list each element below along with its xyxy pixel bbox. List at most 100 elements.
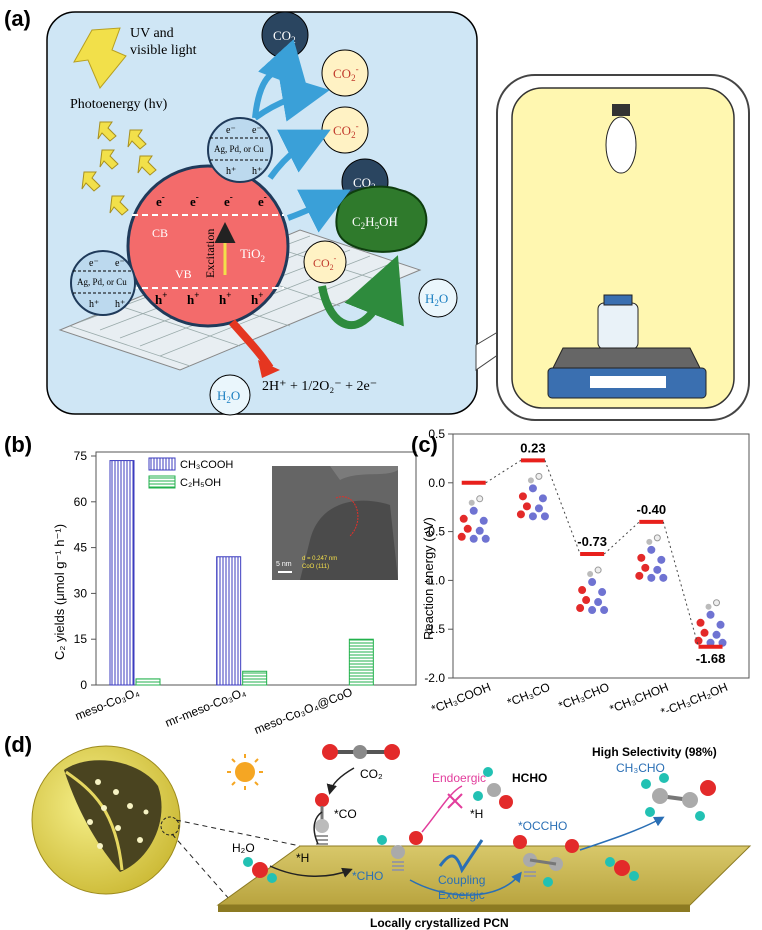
b-ytick-label: 15 — [74, 632, 88, 646]
svg-text:e⁻: e⁻ — [89, 258, 99, 269]
legend-c2h5oh: C₂H₅OH — [180, 477, 221, 489]
c-atom — [538, 494, 547, 503]
c-ytick-label: -0.5 — [424, 525, 445, 539]
d-star-cho: *CHO — [352, 869, 383, 883]
b-ytick-label: 75 — [74, 449, 88, 463]
arrow-oxidation — [228, 319, 274, 371]
arrow-co2-2 — [253, 74, 330, 122]
metal-label-top: Ag, Pd, or Cu — [214, 144, 264, 154]
light-label-2: visible light — [130, 43, 197, 58]
b-bar — [109, 460, 135, 686]
svg-text:e⁻: e⁻ — [226, 125, 236, 136]
c-xtick-label: *CH₃CHO — [556, 680, 611, 713]
c-structures — [457, 472, 727, 647]
c-atom — [600, 606, 609, 615]
svg-text:h⁺: h⁺ — [226, 166, 236, 177]
d-endoergic: Endoergic — [432, 771, 486, 785]
svg-text:e⁻: e⁻ — [252, 125, 262, 136]
h2o-molecule — [243, 857, 277, 883]
pcn-slab-edge — [218, 905, 690, 912]
c-atom — [706, 610, 715, 619]
b-ytick-label: 45 — [74, 541, 88, 555]
svg-text:CO2-: CO2- — [333, 121, 359, 140]
photoenergy-label: Photoenergy (hv) — [70, 97, 168, 112]
light-arrow-icon — [73, 27, 127, 89]
svg-text:e-: e- — [258, 192, 267, 209]
b-ytick-label: 60 — [74, 495, 88, 509]
c-atom — [716, 620, 725, 629]
svg-text:h⁺: h⁺ — [89, 299, 99, 310]
c-atom — [459, 514, 468, 523]
co2-radical-3: CO2- — [303, 240, 347, 284]
c-atom — [594, 598, 603, 607]
c-ytick-label: -2.0 — [424, 671, 445, 685]
c-atom — [705, 603, 712, 610]
reactor-vial — [597, 302, 639, 350]
b-bar — [348, 638, 374, 686]
c-atom — [516, 510, 525, 519]
pcn-label: Locally crystallized PCN — [370, 916, 509, 930]
d-ch3cho: CH₃CHO — [616, 761, 665, 775]
c-atom — [635, 571, 644, 580]
c-value-label: 0.23 — [520, 440, 545, 455]
d-hcho: HCHO — [512, 771, 547, 785]
metal-label-left: Ag, Pd, or Cu — [77, 277, 127, 287]
svg-text:e-: e- — [224, 192, 233, 209]
arrow-desorb — [579, 816, 665, 851]
panel-c-label: (c) — [411, 432, 438, 457]
vb-label: VB — [175, 267, 192, 281]
zoom-line-top — [175, 819, 301, 847]
c-connector — [544, 460, 581, 555]
d-star-occho: *OCCHO — [518, 819, 567, 833]
c-connector — [662, 521, 700, 647]
c-ytick-label: -1.5 — [424, 622, 445, 636]
arrow-co-h — [313, 811, 323, 845]
arrow-oxidation-head — [258, 360, 280, 378]
c-atom — [647, 573, 656, 582]
c-atom — [468, 499, 475, 506]
c-atom — [469, 534, 478, 543]
arrow-h-1 — [269, 865, 353, 878]
c-atom — [528, 484, 537, 493]
c-value-label: -1.68 — [696, 651, 726, 666]
svg-text:CO2-: CO2- — [313, 254, 337, 272]
water-equation: 2H⁺ + 1/2O₂⁻ + 2e⁻ — [262, 379, 377, 394]
panel-c: (c) 0.50.0-0.5-1.0-1.5-2.0 0.23-0.73-0.4… — [411, 427, 750, 720]
d-star-h-2: *H — [470, 807, 483, 821]
arrow-ethanol — [318, 255, 404, 330]
c-structure-icon — [635, 534, 668, 582]
metal-particle-top: e⁻ e⁻ Ag, Pd, or Cu h⁺ h⁺ — [207, 117, 273, 183]
co2-radical-1: CO2- — [321, 49, 369, 97]
excitation-label: Excitation — [203, 229, 217, 278]
c-lines — [461, 458, 723, 649]
c-atom — [481, 534, 490, 543]
arrow-co2-3 — [267, 129, 331, 180]
c-atom — [657, 555, 666, 564]
lamp-socket — [612, 104, 630, 116]
h2o-bottom: H2O — [209, 374, 251, 416]
tem-note-1: d = 0.247 nm — [302, 556, 337, 562]
c-atom — [582, 596, 591, 605]
ethanol-blob: C2H5OH — [335, 185, 428, 253]
h2o-right: H2O — [418, 278, 458, 318]
c-ylabel: Reaction energy (eV) — [421, 517, 436, 640]
c-atom — [522, 502, 531, 511]
legend-ch3cooh: CH₃COOH — [180, 459, 233, 471]
occho-adsorbate — [513, 835, 579, 887]
b-ytick-label: 30 — [74, 586, 88, 600]
c-structure-icon — [457, 495, 490, 543]
c-atom — [479, 516, 488, 525]
tem-note-2: CoO (111) — [302, 564, 329, 570]
b-ylabel: C₂ yields (μmol g⁻¹ h⁻¹) — [52, 524, 67, 660]
c-atom — [700, 628, 709, 637]
svg-text:h⁺: h⁺ — [252, 166, 262, 177]
ch3cho-molecule — [641, 773, 716, 821]
panel-a: (a) UV and visible light Photoenergy (hv… — [4, 6, 750, 421]
arrow-endoergic — [421, 785, 463, 833]
c-xticks: *CH₃COOH*CH₃CO*CH₃CHO*CH₃CHOH*-CH₃CH₂OH — [429, 680, 729, 720]
lamp-bulb-icon — [605, 116, 637, 174]
c-atom — [535, 472, 543, 480]
c-atom — [646, 538, 653, 545]
c-atom — [587, 571, 594, 578]
